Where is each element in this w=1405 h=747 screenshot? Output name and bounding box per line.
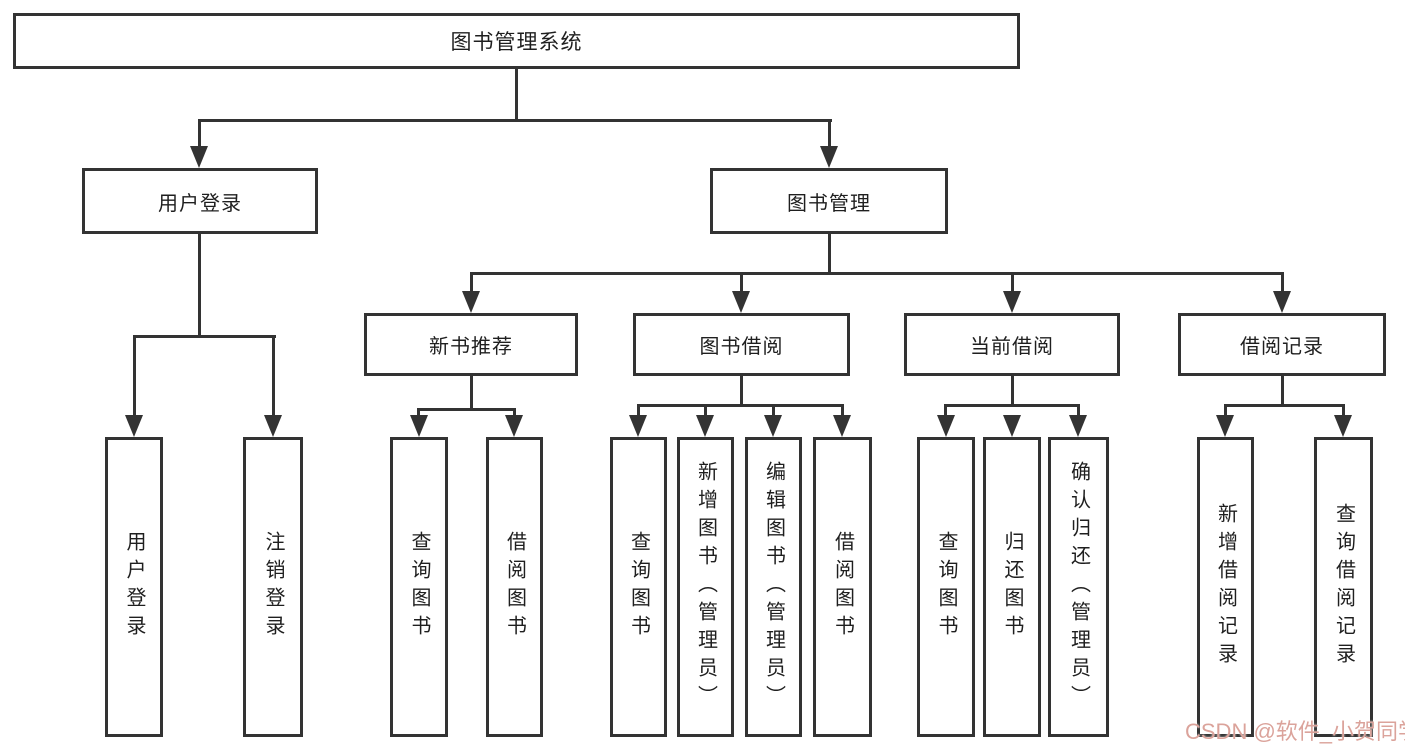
leaf-query-books-current: 查询图书 <box>917 437 975 737</box>
node-user-login: 用户登录 <box>82 168 318 234</box>
connector-line <box>1077 404 1080 417</box>
leaf-query-books-recommend: 查询图书 <box>390 437 448 737</box>
connector-line <box>515 67 518 122</box>
connector-line <box>133 335 136 417</box>
leaf-add-borrow-record: 新增借阅记录 <box>1197 437 1254 737</box>
leaf-return-books: 归还图书 <box>983 437 1041 737</box>
leaf-label: 注销登录 <box>262 531 284 643</box>
connector-line <box>1281 272 1284 294</box>
connector-line <box>1011 272 1014 294</box>
connector-line <box>513 408 516 417</box>
leaf-label: 归还图书 <box>1001 531 1023 643</box>
node-library-management-system: 图书管理系统 <box>13 13 1020 69</box>
leaf-borrow-books-recommend: 借阅图书 <box>486 437 543 737</box>
connector-line <box>1281 376 1284 407</box>
connector-line <box>272 335 275 417</box>
node-book-management: 图书管理 <box>710 168 948 234</box>
node-label: 图书管理 <box>787 192 871 215</box>
arrowhead-down-icon <box>1273 291 1291 313</box>
connector-line <box>417 408 420 417</box>
connector-line <box>841 404 844 417</box>
connector-line <box>198 119 201 148</box>
connector-line <box>470 376 473 411</box>
arrowhead-down-icon <box>820 146 838 168</box>
csdn-watermark: CSDN @软件_小贺同学 <box>1185 719 1405 744</box>
connector-line <box>637 404 844 407</box>
arrowhead-down-icon <box>410 415 428 437</box>
leaf-user-login: 用户登录 <box>105 437 163 737</box>
arrowhead-down-icon <box>1069 415 1087 437</box>
arrowhead-down-icon <box>732 291 750 313</box>
arrowhead-down-icon <box>833 415 851 437</box>
leaf-label: 确认归还（管理员） <box>1067 461 1090 713</box>
arrowhead-down-icon <box>1003 415 1021 437</box>
leaf-borrow-books: 借阅图书 <box>813 437 872 737</box>
leaf-query-borrow-record: 查询借阅记录 <box>1314 437 1373 737</box>
connector-line <box>1224 404 1227 417</box>
arrowhead-down-icon <box>462 291 480 313</box>
arrowhead-down-icon <box>264 415 282 437</box>
connector-line <box>470 272 1284 275</box>
leaf-label: 查询图书 <box>935 531 957 643</box>
leaf-confirm-return-admin: 确认归还（管理员） <box>1048 437 1109 737</box>
connector-line <box>944 404 947 417</box>
connector-line <box>198 119 832 122</box>
arrowhead-down-icon <box>629 415 647 437</box>
node-label: 图书管理系统 <box>450 31 583 54</box>
node-label: 借阅记录 <box>1240 336 1324 358</box>
connector-line <box>704 404 707 417</box>
leaf-label: 借阅图书 <box>831 531 854 643</box>
leaf-label: 查询图书 <box>408 531 430 643</box>
arrowhead-down-icon <box>1216 415 1234 437</box>
leaf-edit-books-admin: 编辑图书（管理员） <box>745 437 802 737</box>
leaf-label: 借阅图书 <box>503 531 526 643</box>
node-label: 图书借阅 <box>699 336 784 358</box>
leaf-label: 编辑图书（管理员） <box>762 461 785 713</box>
leaf-add-books-admin: 新增图书（管理员） <box>677 437 734 737</box>
leaf-label: 查询图书 <box>627 531 650 643</box>
leaf-query-books-borrow: 查询图书 <box>610 437 667 737</box>
connector-line <box>1011 376 1014 407</box>
node-label: 用户登录 <box>158 192 242 215</box>
leaf-label: 新增借阅记录 <box>1214 503 1237 671</box>
connector-line <box>637 404 640 417</box>
connector-line <box>828 119 831 148</box>
arrowhead-down-icon <box>1003 291 1021 313</box>
node-new-book-recommendation: 新书推荐 <box>364 313 578 376</box>
connector-line <box>198 234 201 338</box>
arrowhead-down-icon <box>190 146 208 168</box>
connector-line <box>772 404 775 417</box>
arrowhead-down-icon <box>696 415 714 437</box>
connector-line <box>1224 404 1345 407</box>
node-book-borrowing: 图书借阅 <box>633 313 850 376</box>
node-borrowing-records: 借阅记录 <box>1178 313 1386 376</box>
arrowhead-down-icon <box>937 415 955 437</box>
leaf-label: 查询借阅记录 <box>1332 503 1355 671</box>
node-label: 新书推荐 <box>429 336 513 358</box>
leaf-label: 用户登录 <box>123 531 145 643</box>
leaf-label: 新增图书（管理员） <box>694 461 717 713</box>
connector-line <box>740 272 743 294</box>
connector-line <box>417 408 516 411</box>
connector-line <box>1342 404 1345 417</box>
arrowhead-down-icon <box>505 415 523 437</box>
arrowhead-down-icon <box>125 415 143 437</box>
arrowhead-down-icon <box>764 415 782 437</box>
connector-line <box>470 272 473 294</box>
leaf-logout: 注销登录 <box>243 437 303 737</box>
node-current-borrowing: 当前借阅 <box>904 313 1120 376</box>
connector-line <box>133 335 276 338</box>
connector-line <box>740 376 743 407</box>
connector-line <box>828 234 831 275</box>
node-label: 当前借阅 <box>970 336 1054 358</box>
arrowhead-down-icon <box>1334 415 1352 437</box>
connector-line <box>944 404 1080 407</box>
